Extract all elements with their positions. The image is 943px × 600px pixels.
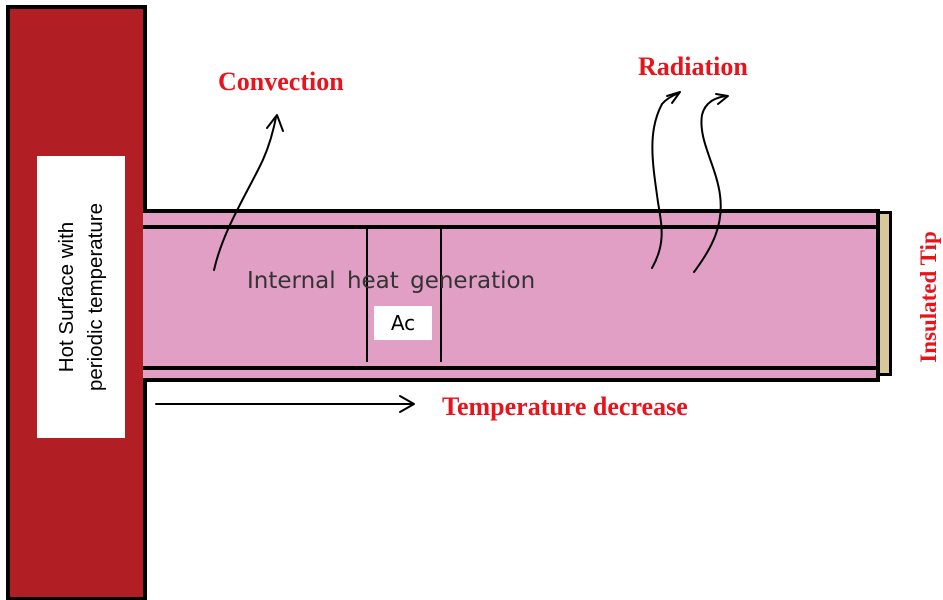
temperature-decrease-label: Temperature decrease — [442, 392, 688, 421]
radiation-arrowhead-2 — [715, 93, 729, 105]
convection-arrow — [213, 116, 277, 271]
cross-section-left-line — [366, 229, 368, 362]
radiation-label: Radiation — [638, 52, 748, 81]
internal-heat-generation-label: Internal heat generation — [247, 268, 536, 294]
insulated-tip — [877, 211, 892, 376]
convection-label: Convection — [218, 67, 344, 96]
convection-arrowhead — [266, 114, 284, 132]
radiation-arrowhead-1 — [666, 91, 681, 104]
radiation-arrow-1 — [651, 92, 680, 269]
temperature-decrease-arrowhead — [399, 395, 415, 413]
cross-section-area-box — [374, 306, 432, 340]
fin-body — [143, 225, 876, 370]
wall-label-box — [37, 156, 125, 438]
cross-section-right-line — [440, 229, 442, 362]
radiation-arrow-2 — [693, 95, 728, 273]
cross-section-area-label: Ac — [390, 311, 416, 335]
